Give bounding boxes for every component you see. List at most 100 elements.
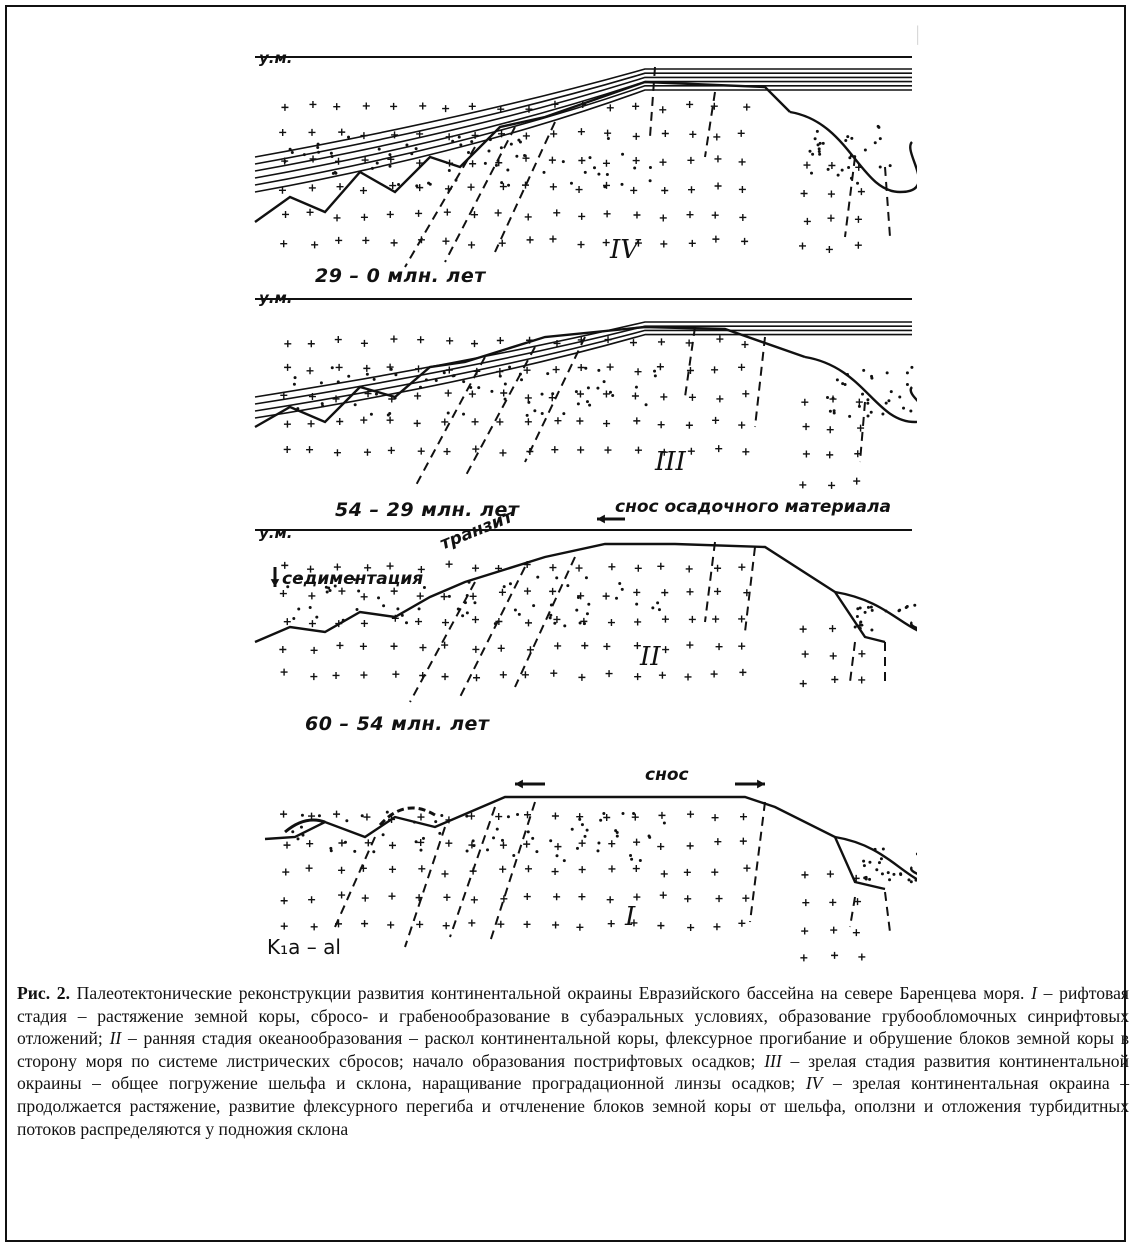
sediment-dot — [887, 399, 890, 402]
sediment-dot — [507, 815, 510, 818]
sediment-dot — [536, 576, 539, 579]
sediment-dot — [621, 153, 624, 156]
caption-stage-3-numeral: III — [764, 1051, 782, 1071]
sediment-dot — [875, 868, 878, 871]
crust-cross-mark — [419, 644, 426, 651]
sediment-dot — [345, 819, 348, 822]
sediment-dot — [563, 624, 566, 627]
erosion-annotation-short: снос — [645, 765, 689, 785]
crust-cross-mark — [827, 215, 834, 222]
sediment-dot — [571, 828, 574, 831]
crust-cross-mark — [581, 642, 588, 649]
sediment-dot — [651, 606, 654, 609]
crust-cross-mark — [738, 422, 745, 429]
crust-cross-mark — [446, 133, 453, 140]
sediment-dot — [836, 378, 839, 381]
crust-cross-mark — [826, 451, 833, 458]
sediment-dot — [885, 402, 888, 405]
crust-cross-mark — [554, 843, 561, 850]
sediment-dot — [846, 135, 849, 138]
sediment-dot — [344, 841, 347, 844]
sediment-dot — [906, 383, 909, 386]
sediment-dot — [294, 376, 297, 379]
sediment-dot — [859, 627, 862, 630]
sediment-dot — [861, 393, 864, 396]
sediment-dot — [639, 859, 642, 862]
sediment-dot — [415, 147, 418, 150]
crust-cross-mark — [390, 103, 397, 110]
sediment-dot — [906, 371, 909, 374]
crust-cross-mark — [827, 426, 834, 433]
crust-cross-mark — [712, 417, 719, 424]
sediment-dot — [423, 586, 426, 589]
crust-cross-mark — [633, 589, 640, 596]
sediment-dot — [649, 179, 652, 182]
crust-cross-mark — [603, 814, 610, 821]
crust-cross-mark — [444, 209, 451, 216]
sediment-dot — [562, 160, 565, 163]
sediment-dot — [318, 814, 321, 817]
crust-cross-mark — [363, 814, 370, 821]
crust-cross-mark — [417, 336, 424, 343]
crust-cross-mark — [281, 104, 288, 111]
sediment-dot — [856, 607, 859, 610]
sediment-dot — [566, 584, 569, 587]
crust-cross-mark — [632, 103, 639, 110]
crust-cross-mark — [633, 157, 640, 164]
crust-cross-mark — [608, 920, 615, 927]
sediment-dot — [827, 168, 830, 171]
crust-cross-mark — [739, 158, 746, 165]
crust-cross-mark — [659, 106, 666, 113]
sediment-dot — [466, 850, 469, 853]
sediment-dot — [512, 854, 515, 857]
crust-cross-mark — [686, 565, 693, 572]
crust-cross-mark — [829, 899, 836, 906]
crust-cross-mark — [336, 642, 343, 649]
sediment-dot — [848, 415, 851, 418]
sediment-dot — [630, 858, 633, 861]
crust-cross-mark — [446, 366, 453, 373]
crust-cross-mark — [284, 618, 291, 625]
crust-cross-mark — [660, 393, 667, 400]
sediment-dot — [527, 401, 530, 404]
crust-cross-mark — [687, 588, 694, 595]
crust-surface-line — [255, 82, 790, 222]
crust-cross-mark — [443, 922, 450, 929]
crust-cross-mark — [635, 368, 642, 375]
crust-cross-mark — [662, 616, 669, 623]
sediment-dot — [388, 153, 391, 156]
sediment-dot — [913, 604, 916, 607]
crust-cross-mark — [688, 186, 695, 193]
sediment-dot — [397, 183, 400, 186]
crust-cross-mark — [389, 866, 396, 873]
sediment-dot — [427, 182, 430, 185]
crust-cross-mark — [445, 390, 452, 397]
sediment-dot — [504, 383, 507, 386]
sediment-dot — [850, 137, 853, 140]
age-label-iv: 29 – 0 млн. лет — [315, 265, 486, 287]
crust-cross-mark — [553, 209, 560, 216]
crust-cross-mark — [802, 651, 809, 658]
sediment-dot — [593, 166, 596, 169]
crust-cross-mark — [549, 588, 556, 595]
stage-numeral-ii: II — [640, 642, 661, 672]
sediment-dot — [472, 844, 475, 847]
sediment-dot — [648, 836, 651, 839]
crust-cross-mark — [800, 626, 807, 633]
crust-cross-mark — [828, 162, 835, 169]
crust-cross-mark — [658, 338, 665, 345]
crust-cross-mark — [497, 921, 504, 928]
sediment-dot — [447, 412, 450, 415]
crust-cross-mark — [500, 842, 507, 849]
crust-cross-mark — [829, 625, 836, 632]
sediment-dot — [621, 588, 624, 591]
crust-cross-mark — [414, 392, 421, 399]
sediment-dot — [413, 821, 416, 824]
sediment-dot — [419, 386, 422, 389]
basin-outline — [835, 592, 917, 637]
figure-drawing — [245, 7, 917, 969]
sediment-dot — [858, 405, 861, 408]
sediment-dot — [461, 614, 464, 617]
sediment-dot — [527, 830, 530, 833]
sediment-dot — [576, 847, 579, 850]
